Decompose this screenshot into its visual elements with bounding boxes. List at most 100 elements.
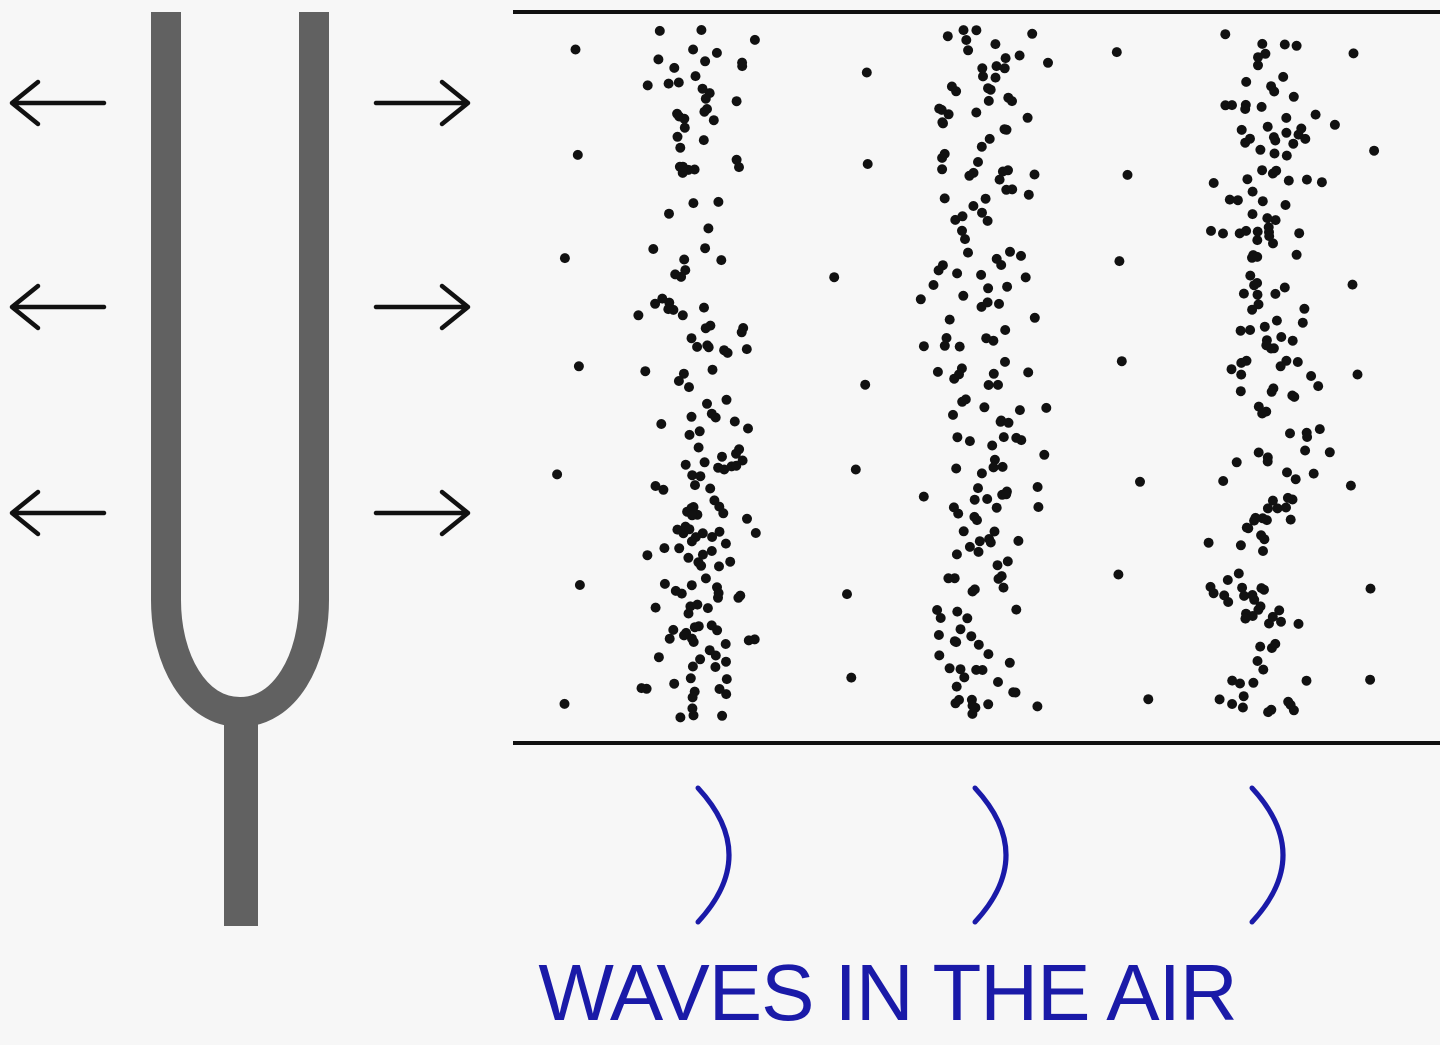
air-particle — [699, 457, 710, 468]
air-particle — [958, 25, 969, 36]
air-particle — [1235, 325, 1246, 336]
air-particle — [734, 162, 744, 173]
air-particle — [1029, 312, 1040, 323]
air-particle — [1247, 186, 1258, 197]
air-particle — [969, 584, 980, 595]
air-particle — [1023, 367, 1034, 378]
air-particle — [990, 39, 1001, 50]
air-particle — [684, 524, 695, 535]
wave-front-arc-icon — [695, 785, 732, 925]
air-particle — [653, 54, 664, 65]
air-particle — [1293, 618, 1304, 629]
air-particle — [952, 606, 963, 617]
air-particle — [982, 215, 993, 226]
air-particle — [964, 541, 975, 552]
air-particle — [932, 605, 943, 615]
diagram-caption: WAVES IN THE AIR — [538, 948, 1237, 1037]
air-particle — [944, 314, 955, 325]
air-particle — [1237, 702, 1248, 713]
air-particle — [1276, 332, 1287, 342]
air-particle — [952, 432, 963, 443]
air-particle — [1240, 104, 1251, 114]
air-particle — [1247, 590, 1258, 600]
air-particle — [1262, 503, 1273, 514]
air-particle — [707, 532, 718, 542]
air-particle — [694, 426, 705, 437]
air-particles — [552, 25, 1380, 723]
air-particle — [673, 77, 684, 88]
air-particle — [559, 253, 570, 264]
air-particle — [669, 678, 680, 689]
air-particle — [971, 107, 982, 118]
air-particle — [1241, 225, 1252, 236]
air-particle — [663, 304, 674, 315]
air-particle — [971, 664, 982, 675]
air-particle — [1257, 165, 1268, 176]
air-particle — [976, 141, 987, 152]
air-particle — [710, 662, 721, 672]
air-particle — [951, 549, 962, 560]
air-particle — [1203, 537, 1214, 548]
air-particle — [966, 631, 977, 642]
air-particle — [684, 429, 695, 440]
air-particle — [972, 515, 982, 526]
air-particle — [1227, 675, 1238, 686]
air-particle — [1255, 641, 1266, 652]
air-particle — [1032, 482, 1043, 492]
air-particle — [961, 35, 972, 45]
air-particle — [659, 543, 670, 554]
air-particle — [689, 622, 700, 633]
air-particle — [559, 698, 570, 709]
air-particle — [677, 161, 688, 172]
air-particle — [1258, 546, 1268, 556]
air-particle — [688, 44, 699, 55]
air-particle — [1208, 178, 1219, 188]
air-particle — [1252, 251, 1263, 262]
air-particle — [932, 366, 943, 377]
air-particle — [1008, 687, 1019, 698]
air-particle — [1281, 112, 1292, 123]
air-particle — [990, 72, 1001, 83]
air-particle — [704, 645, 715, 656]
air-particle — [964, 436, 975, 447]
air-particle — [1274, 605, 1285, 616]
air-particle — [690, 480, 700, 491]
air-particle — [1283, 175, 1294, 186]
air-particle — [937, 117, 948, 128]
air-particle — [725, 556, 736, 567]
air-particle — [1041, 402, 1052, 413]
vibration-arrows — [9, 79, 471, 537]
air-particle — [654, 25, 665, 36]
air-particle — [1023, 189, 1034, 200]
air-particle — [700, 243, 711, 254]
air-particle — [670, 269, 681, 280]
air-particle — [1266, 704, 1277, 715]
air-particle — [735, 590, 746, 601]
air-particle — [696, 560, 707, 571]
air-particle — [983, 283, 994, 294]
air-particle — [642, 550, 653, 561]
air-particle — [1002, 556, 1013, 567]
air-particle — [993, 677, 1003, 687]
air-particle — [1299, 303, 1310, 314]
air-particle — [1236, 369, 1247, 380]
air-particle — [1313, 381, 1324, 392]
air-particle — [944, 663, 955, 674]
air-particle — [1268, 132, 1279, 143]
air-particle — [650, 481, 661, 491]
air-particle — [983, 83, 993, 94]
air-particle — [963, 45, 974, 56]
air-particle — [1003, 417, 1014, 428]
air-particle — [989, 454, 1000, 465]
air-particle — [1043, 57, 1053, 68]
air-particle — [708, 115, 719, 126]
air-particle — [1324, 447, 1335, 458]
air-particle — [918, 341, 929, 352]
air-particle — [650, 298, 661, 309]
air-particle — [648, 244, 659, 254]
air-particle — [1259, 321, 1270, 332]
air-particle — [983, 649, 994, 660]
tuning-fork — [151, 12, 329, 926]
air-particle — [692, 599, 703, 610]
air-particle — [1007, 96, 1017, 107]
